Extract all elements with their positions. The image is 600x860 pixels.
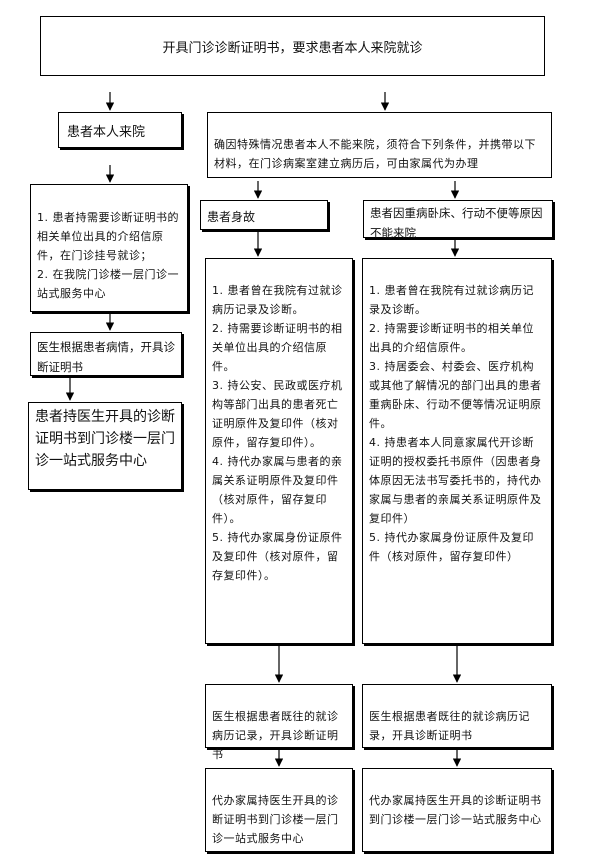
right-header-box: 确因特殊情况患者本人不能来院，须符合下列条件，并携带以下材料，在门诊病案室建立病… <box>207 112 552 178</box>
deceased-result: 代办家属持医生开具的诊断证明书到门诊楼一层门诊一站式服务中心 <box>212 794 339 845</box>
deceased-materials-box: 1. 患者曾在我院有过就诊病历记录及诊断。 2. 持需要诊断证明书的相关单位出具… <box>205 258 353 644</box>
left-doctor: 医生根据患者病情，开具诊断证明书 <box>37 340 175 374</box>
left-doctor-box: 医生根据患者病情，开具诊断证明书 <box>30 332 182 376</box>
deceased-materials: 1. 患者曾在我院有过就诊病历记录及诊断。 2. 持需要诊断证明书的相关单位出具… <box>212 284 343 582</box>
title-box: 开具门诊诊断证明书，要求患者本人来院就诊 <box>40 16 545 76</box>
deceased-label-box: 患者身故 <box>200 200 328 230</box>
deceased-label: 患者身故 <box>207 210 256 224</box>
bedridden-doctor: 医生根据患者既往的就诊病历记录，开具诊断证明书 <box>369 710 530 742</box>
bedridden-result: 代办家属持医生开具的诊断证明书到门诊楼一层门诊一站式服务中心 <box>369 794 542 826</box>
right-header: 确因特殊情况患者本人不能来院，须符合下列条件，并携带以下材料，在门诊病案室建立病… <box>214 138 536 170</box>
left-header-box: 患者本人来院 <box>58 112 182 148</box>
deceased-doctor: 医生根据患者既往的就诊病历记录，开具诊断证明书 <box>212 710 339 761</box>
bedridden-result-box: 代办家属持医生开具的诊断证明书到门诊楼一层门诊一站式服务中心 <box>362 768 552 852</box>
deceased-doctor-box: 医生根据患者既往的就诊病历记录，开具诊断证明书 <box>205 684 353 761</box>
left-materials-box: 1. 患者持需要诊断证明书的相关单位出具的介绍信原件，在门诊挂号就诊； 2. 在… <box>30 184 188 312</box>
left-header: 患者本人来院 <box>67 125 146 140</box>
left-materials: 1. 患者持需要诊断证明书的相关单位出具的介绍信原件，在门诊挂号就诊； 2. 在… <box>37 211 179 300</box>
bedridden-materials: 1. 患者曾在我院有过就诊病历记录及诊断。 2. 持需要诊断证明书的相关单位出具… <box>369 284 542 563</box>
page-title: 开具门诊诊断证明书，要求患者本人来院就诊 <box>162 40 423 56</box>
bedridden-label: 患者因重病卧床、行动不便等原因不能来院 <box>370 206 543 240</box>
left-result-box: 患者持医生开具的诊断证明书到门诊楼一层门诊一站式服务中心 <box>28 402 182 490</box>
bedridden-label-box: 患者因重病卧床、行动不便等原因不能来院 <box>363 200 553 240</box>
bedridden-doctor-box: 医生根据患者既往的就诊病历记录，开具诊断证明书 <box>362 684 552 748</box>
bedridden-materials-box: 1. 患者曾在我院有过就诊病历记录及诊断。 2. 持需要诊断证明书的相关单位出具… <box>362 258 552 644</box>
deceased-result-box: 代办家属持医生开具的诊断证明书到门诊楼一层门诊一站式服务中心 <box>205 768 353 852</box>
left-result: 患者持医生开具的诊断证明书到门诊楼一层门诊一站式服务中心 <box>35 409 175 469</box>
